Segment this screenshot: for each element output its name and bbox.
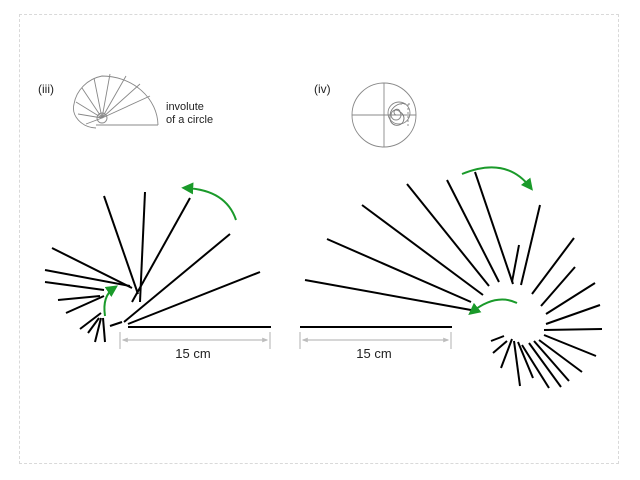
spiral-ray-2 — [326, 238, 472, 303]
spiral-ray-15 — [538, 339, 583, 373]
spiral-ray-8 — [520, 204, 541, 286]
arrow-outer-iv — [461, 166, 533, 191]
spiral-ray-17 — [528, 342, 562, 388]
dimension-iii — [119, 332, 271, 349]
spiral-ray-7 — [511, 244, 520, 283]
spiral-ray-16 — [533, 340, 570, 382]
panel-label-iii: (iii) — [38, 82, 54, 96]
spiral-ray-9 — [531, 237, 575, 295]
spiral-ray-23 — [490, 335, 505, 342]
spiral-ray-1 — [304, 279, 472, 311]
sketch-ray-6 — [81, 87, 103, 119]
spiral-ray-18 — [521, 344, 550, 389]
spiral-ray-11 — [545, 282, 596, 315]
involute-ray-15 — [109, 321, 123, 327]
spiral-ray-4 — [406, 183, 490, 287]
sketch-ray-9 — [85, 117, 103, 125]
involute-ray-11 — [79, 312, 102, 330]
arrow-inner-iii — [103, 285, 118, 317]
sketch-ray-4 — [101, 73, 111, 119]
involute-sketch — [73, 73, 159, 129]
spiral-ray-6 — [474, 171, 514, 285]
spiral-ray-21 — [500, 338, 513, 369]
spiral-rays — [304, 171, 603, 389]
figure-frame — [19, 14, 619, 464]
sketch-ray-3 — [101, 75, 127, 119]
caption-involute: involute — [166, 101, 204, 113]
involute-rays — [44, 191, 261, 343]
dimension-label-iv: 15 cm — [356, 346, 391, 361]
caption-of-a-circle: of a circle — [166, 114, 213, 126]
involute-ray-2 — [123, 233, 231, 323]
spiral-ray-5 — [446, 179, 500, 283]
involute-ray-7 — [44, 269, 131, 287]
dimension-label-iii: 15 cm — [175, 346, 210, 361]
spiral-ray-13 — [543, 328, 603, 331]
involute-ray-5 — [103, 195, 139, 295]
sketch-mid-circle — [387, 101, 411, 125]
spiral-ray-3 — [361, 204, 484, 296]
involute-ray-4 — [139, 191, 146, 303]
arrow-inner-iv — [468, 298, 518, 315]
spiral-ray-10 — [540, 266, 576, 307]
sketch-spiral-curve — [389, 103, 407, 126]
arrow-outer-iii — [181, 182, 237, 221]
spiral-ray-20 — [513, 340, 521, 387]
spiral-ray-19 — [517, 341, 534, 379]
involute-ray-6 — [51, 247, 133, 289]
involute-ray-12 — [87, 317, 100, 334]
spiral-ray-14 — [543, 334, 597, 357]
sketch-involute-curve — [73, 75, 159, 129]
involute-ray-13 — [94, 317, 102, 343]
sketch-inner-circle — [390, 109, 402, 121]
involute-ray-8 — [44, 281, 105, 291]
spiral-sketch — [351, 82, 417, 148]
sketch-ray-8 — [77, 113, 103, 119]
dimension-iv — [299, 332, 452, 349]
involute-ray-9 — [57, 295, 101, 301]
involute-ray-1 — [127, 271, 261, 325]
panel-label-iv: (iv) — [314, 82, 331, 96]
sketch-ray-1 — [101, 95, 151, 119]
involute-ray-10 — [65, 295, 105, 314]
involute-ray-14 — [102, 317, 106, 343]
sketch-ray-5 — [93, 77, 103, 119]
spiral-ray-22 — [492, 340, 508, 354]
spiral-ray-12 — [545, 304, 601, 325]
sketch-base-circle — [96, 112, 108, 124]
sketch-ray-2 — [101, 83, 141, 119]
